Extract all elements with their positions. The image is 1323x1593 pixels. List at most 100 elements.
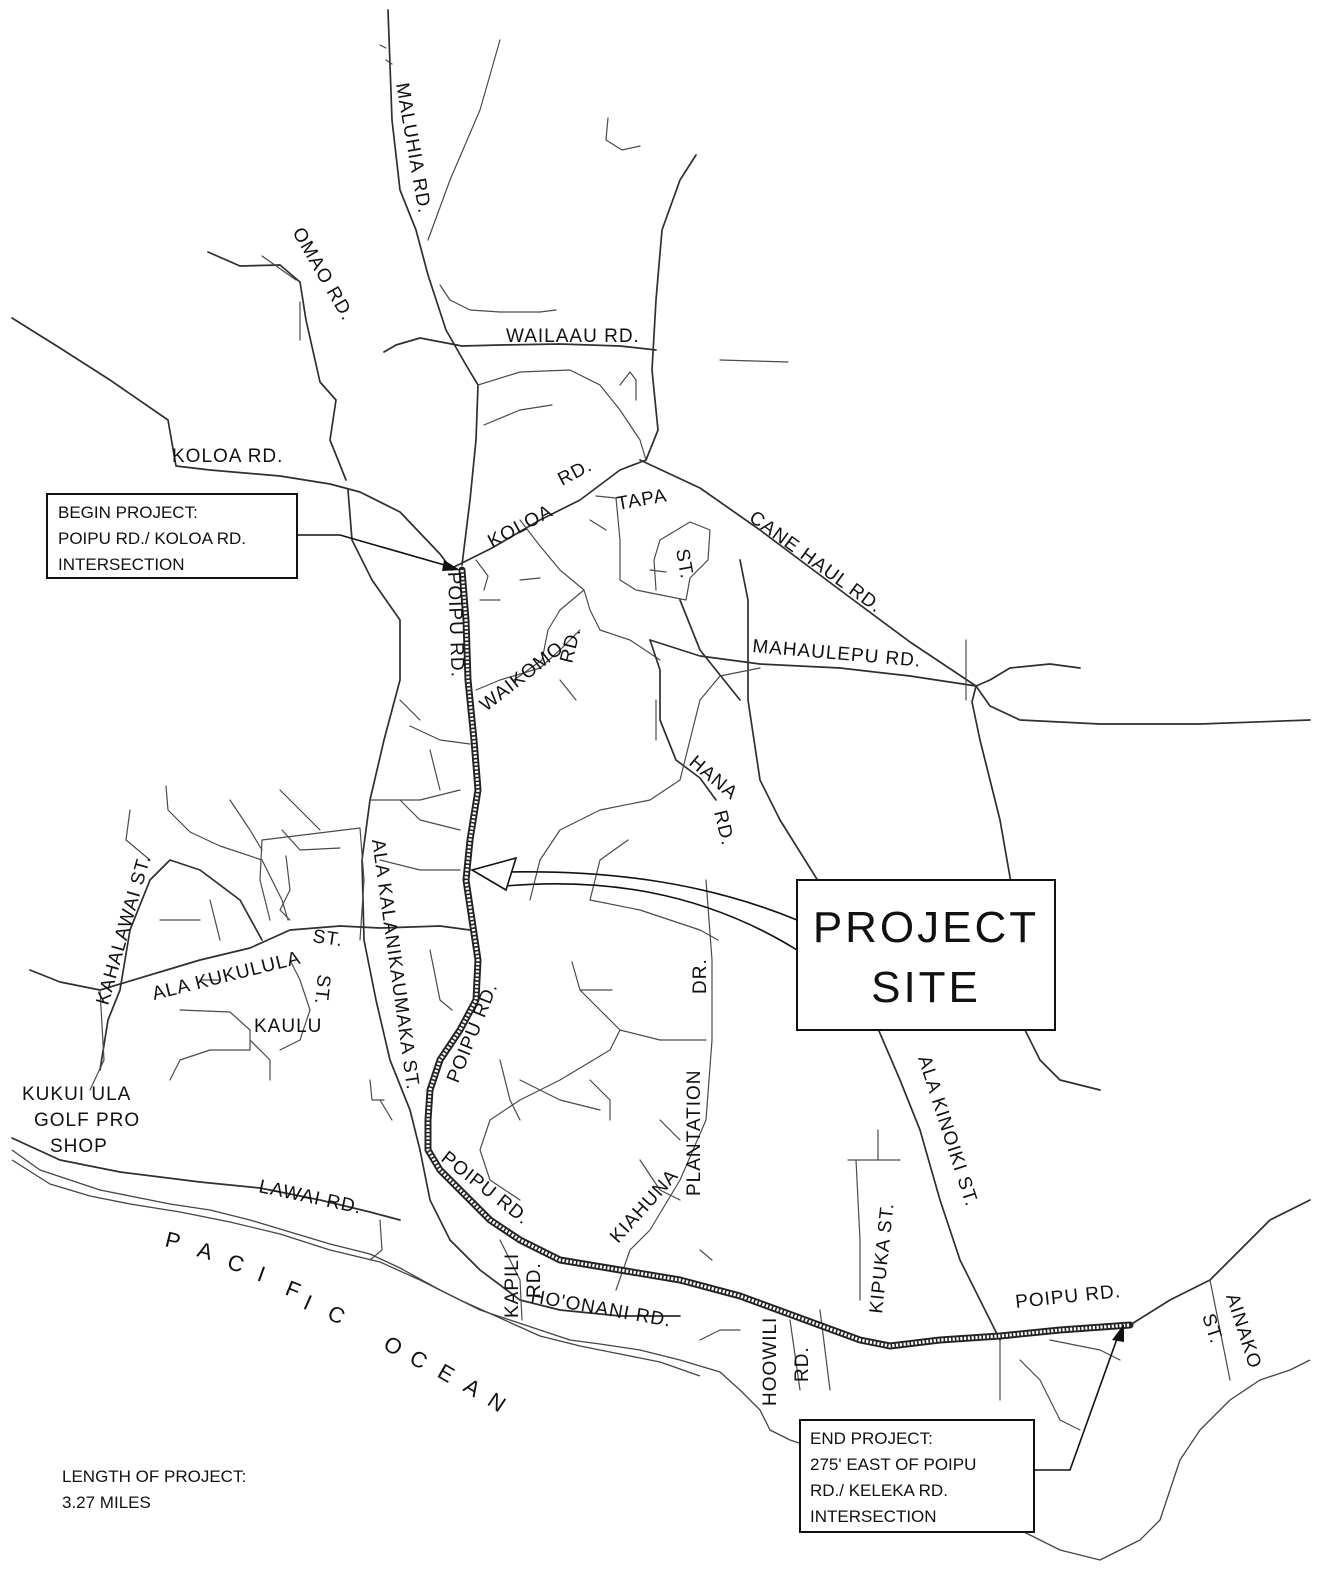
road-west-loops: [125, 785, 341, 921]
begin-arrowhead: [442, 560, 460, 571]
ocean-letter: F: [282, 1275, 306, 1304]
length-line-1: LENGTH OF PROJECT:: [62, 1467, 246, 1486]
label-golf-2: GOLF PRO: [34, 1110, 140, 1131]
road-east-center: [529, 667, 761, 941]
label-koloa-rd-west: KOLOA RD.: [172, 446, 283, 467]
label-omao-rd: OMAO RD.: [288, 224, 358, 325]
road-network: [11, 9, 1311, 1431]
road-mahaulepu: [649, 639, 977, 687]
label-maluhia-rd: MALUHIA RD.: [391, 81, 435, 215]
length-note: LENGTH OF PROJECT: 3.27 MILES: [62, 1467, 246, 1512]
length-line-2: 3.27 MILES: [62, 1493, 151, 1512]
road-mid-north: [483, 359, 789, 426]
end-arrowhead: [1112, 1324, 1124, 1342]
begin-project-box: [46, 493, 298, 579]
project-site-box: [796, 879, 1056, 1031]
road-east-junction: [971, 663, 1311, 901]
label-ala-kukulula: ALA KUKULULA: [150, 948, 303, 1005]
ocean-letter: N: [483, 1387, 512, 1418]
ocean-letter: E: [434, 1359, 461, 1389]
ocean-letter: I: [300, 1290, 318, 1316]
road-hana: [649, 639, 717, 801]
label-ala-kalanikaumaka-st: ALA KALANIKAUMAKA ST.: [367, 838, 423, 1092]
end-project-box: [799, 1419, 1035, 1533]
label-mahaulepu-rd: MAHAULEPU RD.: [752, 636, 922, 672]
label-kaulu: KAULU: [254, 1016, 322, 1037]
road-west-branches: [379, 725, 471, 871]
label-cane-haul-rd: CANE HAUL RD.: [745, 507, 886, 617]
road-ala-kukulula: [29, 925, 471, 991]
label-kipuka-st: KIPUKA ST.: [866, 1202, 899, 1315]
label-poipu-rd-east: POIPU RD.: [1014, 1281, 1122, 1313]
site-arrowhead: [469, 856, 518, 892]
ocean-letter: P: [163, 1227, 185, 1255]
road-cane-haul: [639, 459, 977, 687]
label-hana-rd: RD.: [709, 808, 738, 848]
begin-line-1: BEGIN PROJECT:: [58, 503, 198, 522]
road-kaulu: [169, 959, 311, 1081]
road-kapili: [499, 1239, 741, 1341]
label-wailaau-rd: WAILAAU RD.: [506, 326, 640, 347]
road-hoonani: [419, 1149, 681, 1317]
project-alignment: [424, 566, 1134, 1350]
site-arrow-lower: [504, 882, 798, 951]
label-golf-1: KUKUI ULA: [22, 1084, 131, 1105]
end-line-1: END PROJECT:: [810, 1429, 933, 1448]
road-north-spur: [605, 117, 641, 151]
road-west-block: [259, 827, 365, 941]
label-tapa: TAPA: [615, 485, 669, 515]
road-lawai: [11, 1137, 401, 1221]
label-kapili-rd: RD.: [524, 1262, 545, 1298]
label-ala-kinoiki-st: ALA KINOIKI ST.: [913, 1053, 982, 1209]
ocean-letter: C: [324, 1300, 351, 1330]
label-poipu-rd-north: POIPU RD.: [443, 571, 468, 678]
end-project-callout: END PROJECT: 275' EAST OF POIPU RD./ KEL…: [799, 1324, 1124, 1533]
label-hoowili: HOOWILI: [760, 1317, 781, 1406]
road-kiahuna-cross: [639, 1119, 681, 1201]
label-waikomo: WAIKOMO: [476, 638, 568, 716]
end-line-4: INTERSECTION: [810, 1507, 937, 1526]
begin-line-2: POIPU RD./ KOLOA RD.: [58, 529, 246, 548]
road-east-coast: [1013, 899, 1311, 1326]
label-hoowili-rd: RD.: [792, 1346, 813, 1382]
label-koloa-east-1: KOLOA: [484, 501, 556, 553]
label-golf-3: SHOP: [50, 1136, 108, 1157]
ocean-letter: I: [254, 1261, 270, 1287]
road-south-mid: [429, 949, 707, 1201]
road-inner-loop: [369, 699, 461, 801]
road-west-inner: [89, 899, 221, 1091]
site-line-2: SITE: [871, 963, 981, 1012]
road-east-north: [645, 154, 697, 461]
road-koloa-town: [513, 519, 661, 681]
road-lawai-branch: [369, 1079, 393, 1261]
road-kiahuna-plantation: [615, 879, 713, 1291]
ocean-letter: C: [406, 1345, 434, 1376]
road-tapa: [589, 495, 711, 601]
label-ainako-st: ST.: [1197, 1311, 1226, 1346]
ocean-label: P A C I F I C O C E A N: [163, 1227, 512, 1419]
ocean-letter: O: [380, 1331, 409, 1362]
road-kahalawai: [99, 859, 263, 1071]
coastline-inner: [11, 1159, 701, 1377]
end-leader-line: [1034, 1335, 1119, 1471]
ocean-letter: A: [459, 1373, 486, 1403]
coastline: [11, 1149, 1311, 1561]
road-waikomo: [475, 559, 581, 701]
ocean-letter: C: [224, 1249, 249, 1278]
begin-line-3: INTERSECTION: [58, 555, 185, 574]
label-kahalawai-st: KAHALAWAI ST.: [93, 852, 156, 1007]
end-line-3: RD./ KELEKA RD.: [810, 1481, 948, 1500]
label-lawai-rd: LAWAI RD.: [257, 1176, 364, 1218]
begin-leader-line: [297, 534, 449, 567]
road-koloa-west: [11, 317, 453, 571]
ocean-letter: A: [195, 1237, 218, 1266]
label-plantation: PLANTATION: [684, 1070, 705, 1196]
project-route-hatch: [426, 569, 1131, 1348]
road-omao: [207, 251, 347, 481]
road-hoowili: [789, 1129, 901, 1391]
road-ala-kinoiki: [869, 1009, 1001, 1341]
label-kapili: KAPILI: [502, 1253, 523, 1318]
label-koloa-east-2: RD.: [554, 455, 595, 490]
road-east-loop: [679, 559, 831, 901]
